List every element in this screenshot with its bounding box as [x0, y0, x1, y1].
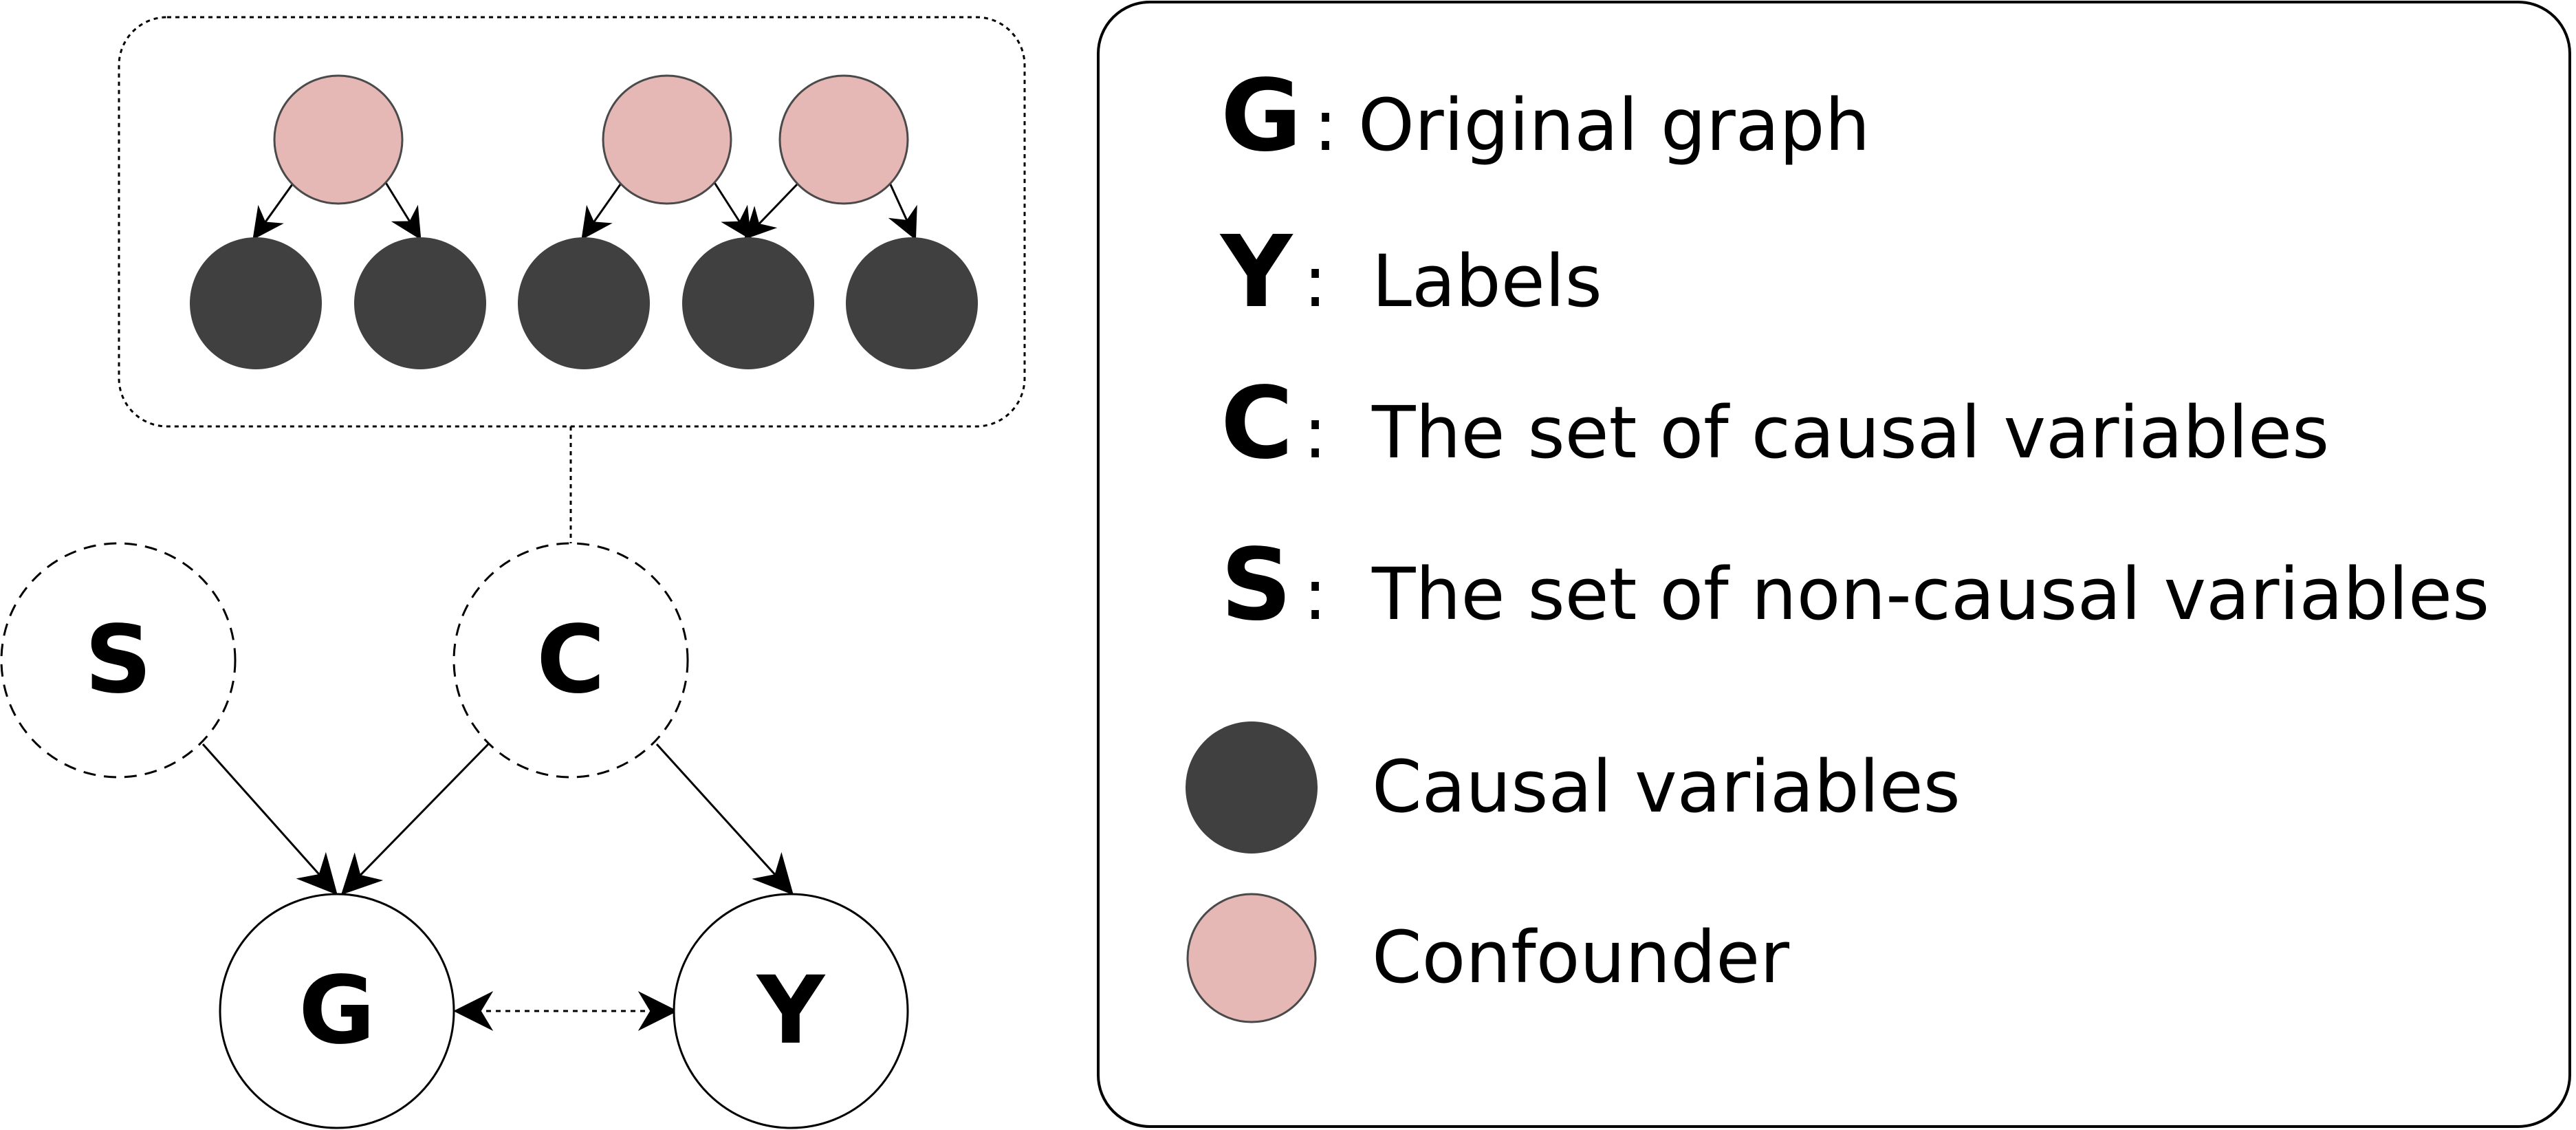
legend-symbol-g: G [1221, 58, 1302, 173]
legend-item-confounder: Confounder [1186, 893, 1789, 1023]
causal-variable-node [846, 237, 978, 369]
confounder-node [273, 74, 404, 205]
legend-separator: : [1303, 239, 1327, 323]
legend-text-confounder: Confounder [1372, 915, 1789, 999]
node-y-label: Y [756, 957, 826, 1065]
legend-separator: : [1303, 552, 1327, 636]
node-s: S [0, 542, 237, 779]
confounder-node [602, 74, 732, 205]
node-g: G [219, 893, 455, 1129]
node-y: Y [673, 893, 909, 1129]
legend-item-g: G : Original graph [1221, 58, 1870, 173]
edge-conf1-causal2 [384, 181, 422, 240]
node-y-circle [673, 893, 909, 1129]
legend-symbol-s: S [1221, 527, 1292, 642]
causal-variable-node [518, 237, 650, 369]
legend-separator: : [1303, 391, 1327, 475]
legend-item-causal-variables: Causal variables [1186, 721, 1961, 854]
inset-edges [252, 180, 917, 241]
legend-symbol-y: Y [1219, 214, 1294, 329]
legend-text-y: Labels [1372, 239, 1602, 323]
causal-variable-node [190, 237, 322, 369]
legend-text-s: The set of non-causal variables [1371, 552, 2489, 636]
causal-variable-node [354, 237, 486, 369]
confounder-inset [118, 16, 1026, 428]
edge-c-y [655, 743, 794, 895]
legend: G : Original graph Y : Labels C : The se… [1097, 1, 2571, 1128]
edge-conf2-causal4 [712, 181, 752, 240]
node-s-label: S [85, 606, 152, 715]
causal-variable-node [682, 237, 814, 369]
causal-graph: S C G Y [0, 542, 909, 1129]
legend-text-c: The set of causal variables [1371, 391, 2329, 475]
legend-item-y: Y : Labels [1219, 214, 1602, 329]
node-g-label: G [298, 957, 375, 1065]
legend-swatch-confounder [1186, 893, 1317, 1023]
legend-text-causal-variables: Causal variables [1372, 745, 1961, 829]
edge-conf3-causal5 [888, 181, 917, 241]
legend-text-g: Original graph [1358, 83, 1870, 167]
node-g-circle [219, 893, 455, 1129]
legend-item-s: S : The set of non-causal variables [1221, 527, 2489, 642]
node-c: C [452, 542, 689, 779]
legend-box [1097, 1, 2571, 1128]
edge-conf3-causal4 [743, 180, 801, 240]
legend-symbol-c: C [1221, 365, 1294, 481]
edge-s-g [201, 743, 338, 895]
edge-c-g [340, 743, 490, 895]
legend-item-c: C : The set of causal variables [1221, 365, 2329, 481]
confounder-node [778, 74, 909, 205]
node-s-circle [0, 542, 237, 779]
edge-conf1-causal1 [252, 181, 296, 240]
node-c-circle [452, 542, 689, 779]
legend-swatch-causal [1186, 721, 1318, 854]
legend-separator: : [1313, 83, 1338, 167]
edge-conf2-causal3 [581, 181, 624, 240]
node-c-label: C [536, 606, 605, 715]
